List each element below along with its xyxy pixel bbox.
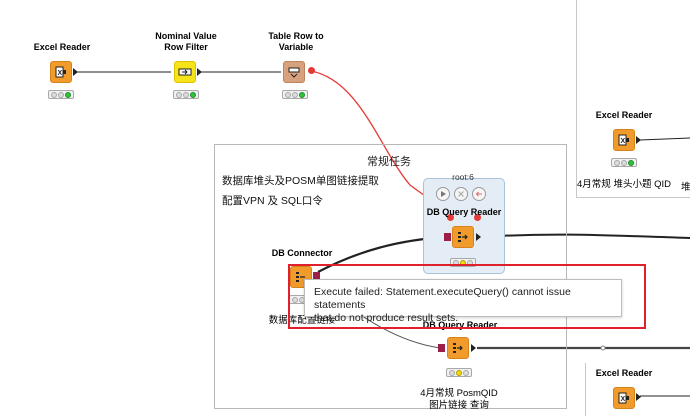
excel-reader-3-out-port[interactable] <box>636 393 641 401</box>
db-query-reader-1-id: root:6 <box>452 172 474 182</box>
excel-reader-2-title: Excel Reader <box>595 110 653 120</box>
cancel-icon <box>458 191 464 197</box>
db-query-reader-2-node[interactable] <box>447 337 469 359</box>
db-query-reader-1-title: DB Query Reader <box>426 207 502 217</box>
db-query-reader-1-node[interactable] <box>452 226 474 248</box>
db-query-reader-2-out-port[interactable] <box>471 344 476 352</box>
table-variable-icon <box>288 67 300 78</box>
annotation-line-2: 配置VPN 及 SQL口令 <box>222 195 323 207</box>
svg-text:X: X <box>58 70 63 77</box>
excel-reader-1-out-port[interactable] <box>73 68 78 76</box>
error-highlight-frame <box>288 264 646 329</box>
db-connector-title: DB Connector <box>271 248 333 258</box>
execute-button[interactable] <box>436 187 450 201</box>
excel-reader-3-title: Excel Reader <box>595 368 653 378</box>
db-connector-out-port[interactable] <box>313 272 320 280</box>
nominal-filter-title-2: Row Filter <box>164 42 208 52</box>
excel-reader-2-status <box>611 158 637 167</box>
annotation-title: 常规任务 <box>367 156 411 168</box>
svg-text:X: X <box>621 396 626 403</box>
right-panel-bottom <box>576 197 690 198</box>
nominal-filter-node[interactable] <box>174 61 196 83</box>
excel-reader-2-subtitle: 4月常规 堆头小题 QID <box>577 179 671 190</box>
error-line-1: Execute failed: Statement.executeQuery()… <box>314 286 571 311</box>
table-row-var-node[interactable] <box>283 61 305 83</box>
db-query-reader-2-status <box>446 368 472 377</box>
filter-icon <box>178 68 192 76</box>
nominal-filter-title-1: Nominal Value <box>155 31 217 41</box>
db-connector-subtitle: 数据库配置链接 <box>268 315 336 326</box>
table-row-var-var-port[interactable] <box>308 67 315 74</box>
nominal-filter-status <box>173 90 199 99</box>
svg-text:X: X <box>621 138 626 145</box>
db-query-reader-2-in-port[interactable] <box>438 344 445 352</box>
play-icon <box>441 191 446 197</box>
annotation-line-1: 数据库堆头及POSM单图链接提取 <box>222 175 379 187</box>
excel-reader-1-node[interactable]: X <box>50 61 72 83</box>
excel-icon: X <box>618 134 629 146</box>
db-query-reader-1-out-port[interactable] <box>476 233 481 241</box>
cancel-button[interactable] <box>454 187 468 201</box>
db-query-reader-2-subtitle-1: 4月常规 PosmQID <box>420 388 498 399</box>
db-query-icon <box>458 232 468 242</box>
reset-icon <box>475 191 482 197</box>
table-row-var-title-2: Variable <box>278 42 314 52</box>
excel-reader-1-title: Excel Reader <box>33 42 91 52</box>
error-line-2: that do not produce result sets. <box>314 312 459 324</box>
reset-button[interactable] <box>472 187 486 201</box>
excel-icon: X <box>618 392 629 404</box>
db-query-icon <box>453 343 463 353</box>
nominal-filter-out-port[interactable] <box>197 68 202 76</box>
node-action-bar <box>436 187 486 201</box>
db-query-reader-2-subtitle-2: 图片链接 查询 <box>429 400 489 411</box>
table-row-var-status <box>282 90 308 99</box>
annotation-box[interactable] <box>214 144 567 409</box>
db-query-reader-1-var-in[interactable] <box>447 214 454 221</box>
wire-bendpoint[interactable] <box>600 345 606 351</box>
excel-reader-2-node[interactable]: X <box>613 129 635 151</box>
excel-reader-3-node[interactable]: X <box>613 387 635 409</box>
table-row-var-title-1: Table Row to <box>268 31 324 41</box>
db-query-reader-2-title: DB Query Reader <box>422 320 498 330</box>
error-tooltip: Execute failed: Statement.executeQuery()… <box>304 279 622 324</box>
excel-reader-1-status <box>48 90 74 99</box>
connection-query-1-out[interactable] <box>479 233 690 239</box>
excel-reader-2-out-port[interactable] <box>636 136 641 144</box>
right-cut-text: 堆 <box>681 182 690 193</box>
db-query-reader-1-in-port[interactable] <box>444 233 451 241</box>
connection-excel2-out[interactable] <box>639 137 690 141</box>
right-panel-edge-lower <box>585 363 586 416</box>
db-query-reader-1-var-out[interactable] <box>474 214 481 221</box>
right-panel-edge <box>576 0 577 198</box>
db-connector-icon <box>296 272 305 282</box>
excel-icon: X <box>55 66 66 78</box>
